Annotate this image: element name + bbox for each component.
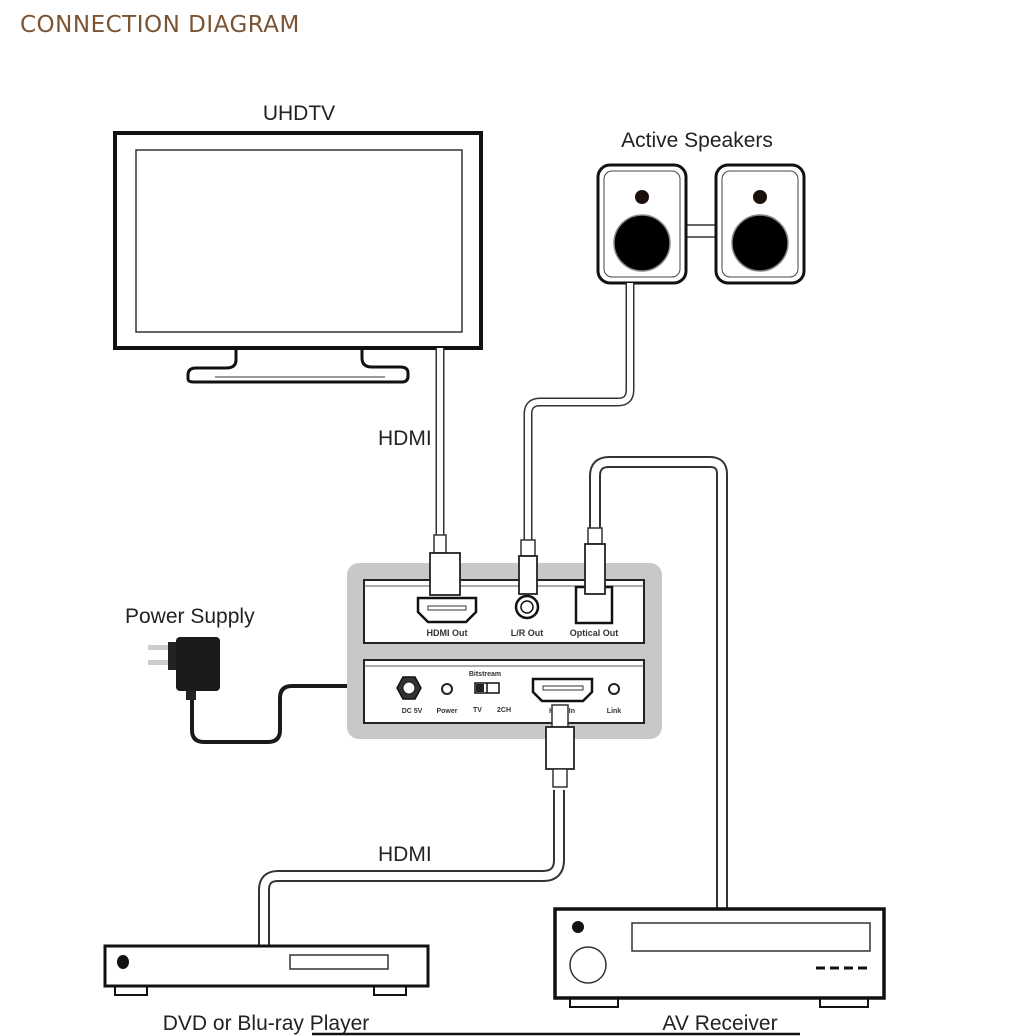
dvd-bluray-player-device: DVD or Blu-ray Player bbox=[103, 944, 430, 1035]
uhdtv-label: UHDTV bbox=[263, 102, 335, 125]
optical-cable bbox=[589, 456, 728, 910]
tv-stand bbox=[186, 350, 410, 384]
optical-out-connector bbox=[584, 527, 606, 595]
active-speakers-device: Active Speakers bbox=[596, 129, 806, 285]
power-cable bbox=[190, 684, 378, 744]
speakers-label: Active Speakers bbox=[621, 129, 773, 152]
cables bbox=[190, 283, 728, 946]
tv-screen bbox=[135, 149, 463, 333]
hdmi-in-connector bbox=[545, 704, 575, 788]
player-label: DVD or Blu-ray Player bbox=[163, 1012, 370, 1035]
bottom-panel: DC 5V Power Bitstream TV 2CH HDMI In Lin… bbox=[363, 659, 645, 724]
disc-tray bbox=[289, 954, 389, 970]
tv-cable-label: HDMI bbox=[378, 427, 432, 450]
hdmi-out-label: HDMI Out bbox=[427, 628, 468, 638]
receiver-display bbox=[631, 922, 871, 952]
optical-out-port[interactable] bbox=[574, 585, 614, 625]
volume-knob bbox=[569, 946, 607, 984]
speaker-lr-cable bbox=[523, 283, 635, 542]
speaker-right bbox=[714, 163, 806, 285]
switch-2ch-label: 2CH bbox=[497, 707, 511, 714]
page-title: CONNECTION DIAGRAM bbox=[20, 12, 300, 38]
link-led-label: Link bbox=[607, 708, 621, 715]
lr-out-label: L/R Out bbox=[511, 628, 544, 638]
power-led bbox=[441, 683, 453, 695]
uhdtv-device: UHDTV bbox=[113, 102, 483, 384]
bitstream-switch-label: Bitstream bbox=[469, 671, 501, 678]
player-cable-label: HDMI bbox=[378, 843, 432, 866]
optical-out-label: Optical Out bbox=[570, 628, 619, 638]
link-led bbox=[608, 683, 620, 695]
power-adapter-icon bbox=[176, 637, 220, 691]
lr-out-connector bbox=[518, 539, 538, 595]
speaker-left bbox=[596, 163, 688, 285]
hdmi-audio-extractor: HDMI Out L/R Out Optical Out DC 5V Power… bbox=[347, 563, 662, 739]
power-supply-device: Power Supply bbox=[125, 605, 398, 700]
power-led-label: Power bbox=[436, 708, 457, 715]
switch-tv-label: TV bbox=[473, 707, 482, 714]
bitstream-switch[interactable] bbox=[474, 682, 500, 694]
dc-5v-label: DC 5V bbox=[402, 708, 423, 715]
player-hdmi-cable bbox=[258, 790, 565, 946]
av-receiver-device: AV Receiver bbox=[553, 907, 886, 1035]
receiver-label: AV Receiver bbox=[662, 1012, 777, 1035]
power-supply-label: Power Supply bbox=[125, 605, 255, 628]
hdmi-out-connector bbox=[429, 534, 461, 596]
